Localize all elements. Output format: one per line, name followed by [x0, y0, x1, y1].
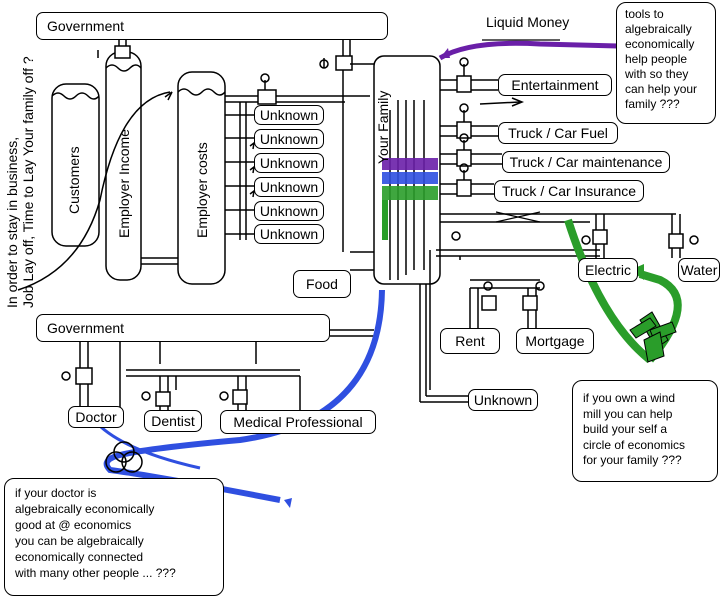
government-top-label: Government: [47, 18, 125, 34]
unknown-box-6: Unknown: [254, 224, 324, 244]
rent-box: Rent: [440, 328, 500, 354]
customers-label: Customers: [66, 146, 82, 214]
doctor-box: Doctor: [68, 406, 124, 428]
medical-professional-label: Medical Professional: [233, 414, 363, 430]
truck-fuel-box: Truck / Car Fuel: [498, 122, 618, 144]
unknown-label: Unknown: [259, 131, 319, 147]
electric-box: Electric: [578, 258, 638, 282]
water-box: Water: [678, 258, 720, 282]
employer-costs-label: Employer costs: [194, 142, 210, 238]
medical-professional-box: Medical Professional: [220, 410, 376, 434]
dentist-box: Dentist: [144, 410, 202, 432]
unknown-label: Unknown: [259, 203, 319, 219]
rent-label: Rent: [455, 333, 485, 349]
unknown-label: Unknown: [259, 179, 319, 195]
unknown-box-4: Unknown: [254, 177, 324, 197]
employer-costs-tank: [177, 71, 226, 285]
doctor-note: if your doctor is algebraically economic…: [4, 478, 224, 596]
truck-maintenance-box: Truck / Car maintenance: [502, 151, 670, 173]
windmill-note: if you own a wind mill you can help buil…: [572, 380, 718, 482]
side-question: In order to stay in business, Job Lay of…: [4, 56, 36, 308]
unknown-box-5: Unknown: [254, 201, 324, 221]
liquid-money-label: Liquid Money: [486, 14, 570, 30]
government-mid-label: Government: [47, 320, 125, 336]
unknown-bottom-box: Unknown: [468, 389, 538, 411]
windmill-icon: [629, 311, 677, 363]
truck-fuel-label: Truck / Car Fuel: [508, 125, 608, 141]
unknown-box-2: Unknown: [254, 129, 324, 149]
purple-flow: [438, 40, 619, 61]
employer-income-label: Employer Income: [116, 129, 132, 238]
green-flow: [564, 218, 653, 364]
mortgage-box: Mortgage: [516, 328, 594, 354]
doctor-label: Doctor: [75, 409, 117, 425]
dentist-label: Dentist: [151, 413, 195, 429]
food-box: Food: [293, 270, 351, 298]
water-label: Water: [680, 262, 718, 278]
unknown-label: Unknown: [259, 226, 319, 242]
truck-maintenance-label: Truck / Car maintenance: [509, 154, 663, 170]
food-label: Food: [306, 276, 338, 292]
entertainment-box: Entertainment: [498, 74, 612, 96]
entertainment-label: Entertainment: [511, 77, 599, 93]
unknown-label: Unknown: [259, 155, 319, 171]
truck-insurance-box: Truck / Car Insurance: [494, 180, 644, 202]
government-mid-bar: Government: [36, 314, 330, 342]
your-family-label: Your Family: [375, 90, 391, 164]
unknown-box-1: Unknown: [254, 105, 324, 125]
customers-tank: [51, 83, 100, 247]
unknown-label: Unknown: [259, 107, 319, 123]
mortgage-label: Mortgage: [525, 333, 585, 349]
tools-note: tools to algebraically economically help…: [616, 2, 716, 124]
unknown-box-3: Unknown: [254, 153, 324, 173]
unknown-bottom-label: Unknown: [473, 392, 533, 408]
electric-label: Electric: [585, 262, 631, 278]
truck-insurance-label: Truck / Car Insurance: [501, 183, 637, 199]
government-top-bar: Government: [36, 12, 388, 40]
